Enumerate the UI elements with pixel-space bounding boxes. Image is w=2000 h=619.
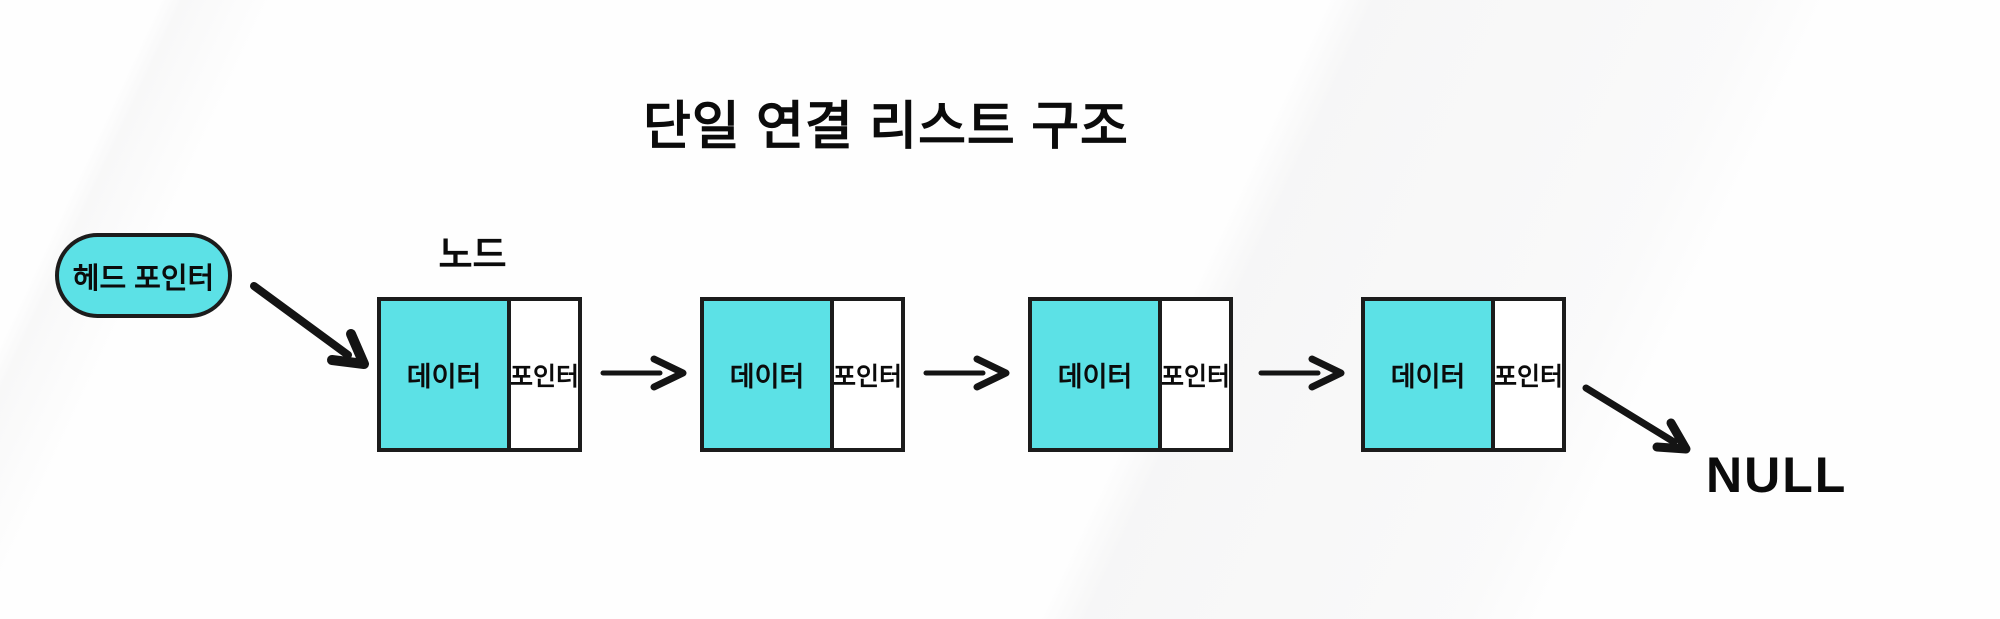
pointer-cell-label: 포인터: [1495, 362, 1562, 391]
list-node: 데이터 포인터: [1028, 297, 1233, 452]
pointer-cell-label: 포인터: [1162, 362, 1229, 391]
data-cell-label: 데이터: [1057, 362, 1133, 392]
arrow-right-icon: [923, 355, 1010, 391]
data-cell: 데이터: [1032, 301, 1162, 448]
data-cell-label: 데이터: [406, 362, 482, 392]
head-pointer-node: 헤드 포인터: [55, 233, 232, 318]
null-terminator-label: NULL: [1706, 447, 1848, 503]
list-node: 데이터 포인터: [1361, 297, 1566, 452]
node-caption: 노드: [438, 234, 507, 275]
head-pointer-label: 헤드 포인터: [72, 262, 215, 295]
data-cell: 데이터: [1365, 301, 1495, 448]
data-cell-label: 데이터: [729, 362, 805, 392]
page-title: 단일 연결 리스트 구조: [643, 98, 1129, 156]
data-cell: 데이터: [381, 301, 511, 448]
list-node: 데이터 포인터: [377, 297, 582, 452]
arrow-down-right-icon: [1582, 384, 1691, 454]
data-cell-label: 데이터: [1390, 362, 1466, 392]
list-node: 데이터 포인터: [700, 297, 905, 452]
pointer-cell: 포인터: [511, 301, 578, 448]
pointer-cell-label: 포인터: [511, 362, 578, 391]
data-cell: 데이터: [704, 301, 834, 448]
pointer-cell-label: 포인터: [834, 362, 901, 391]
arrow-down-right-icon: [250, 282, 369, 369]
pointer-cell: 포인터: [1162, 301, 1229, 448]
pointer-cell: 포인터: [1495, 301, 1562, 448]
arrow-right-icon: [1258, 355, 1345, 391]
arrow-right-icon: [600, 355, 687, 391]
pointer-cell: 포인터: [834, 301, 901, 448]
